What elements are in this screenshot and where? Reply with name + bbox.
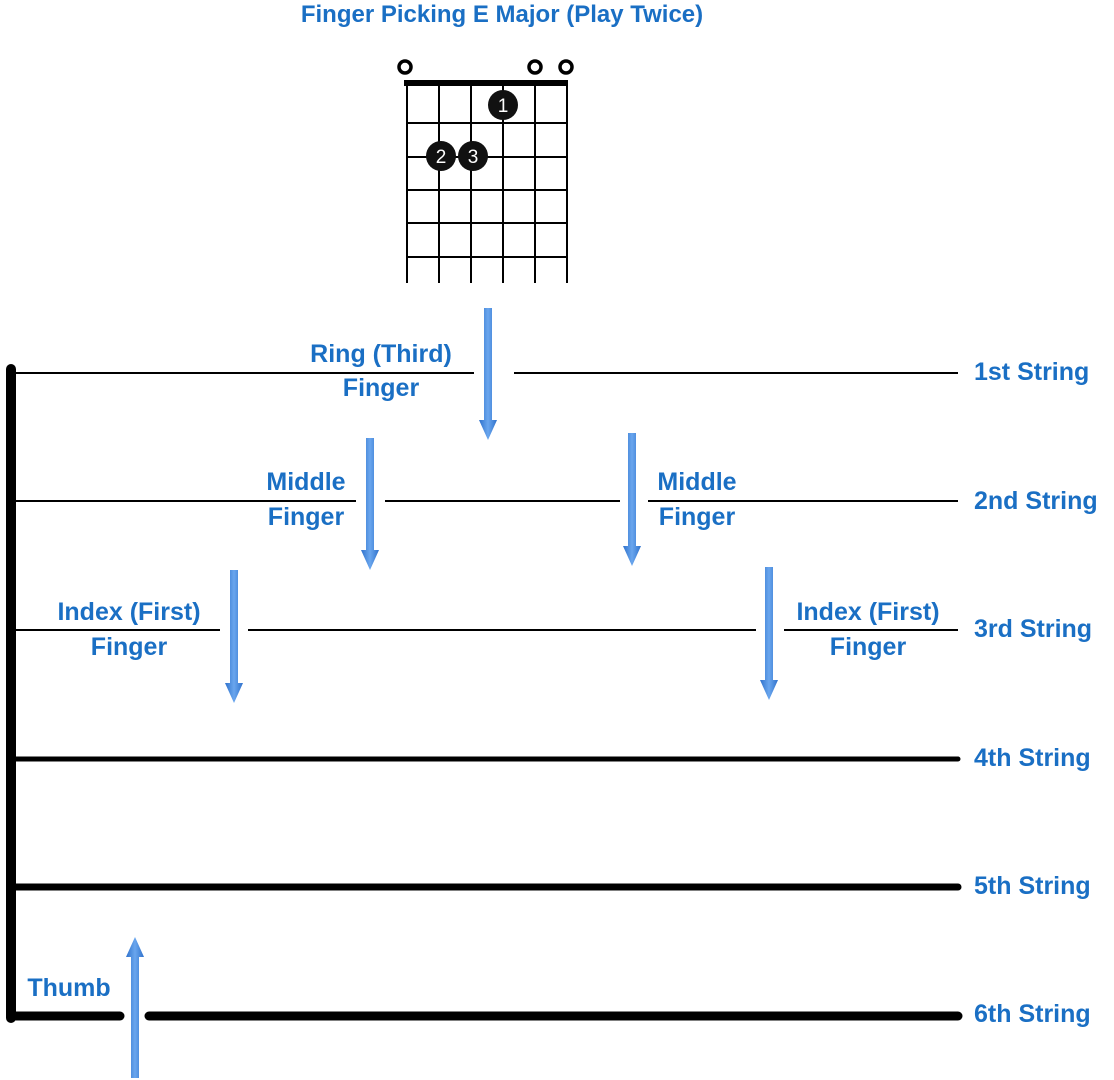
open-string-mark (397, 59, 413, 75)
string-label-1: 1st String (974, 358, 1089, 386)
svg-text:1: 1 (498, 96, 509, 117)
string-label-5: 5th String (974, 872, 1091, 900)
middle-finger-label-left-line2: Finger (268, 503, 345, 531)
string-label-6: 6th String (974, 1000, 1091, 1028)
chord-strings (406, 84, 568, 283)
up-arrow-icon (126, 937, 144, 1078)
down-arrow-icon (623, 433, 641, 566)
open-string-mark (527, 59, 543, 75)
string-labels: 1st String 2nd String 3rd String 4th Str… (974, 358, 1098, 1028)
middle-finger-label-left-line1: Middle (266, 468, 345, 496)
middle-finger-label-right-line1: Middle (657, 468, 736, 496)
string-label-2: 2nd String (974, 487, 1098, 515)
middle-finger-label-right-line2: Finger (659, 503, 736, 531)
ring-finger-label-line2: Finger (343, 374, 420, 402)
staff-strings (6, 372, 963, 1021)
chord-nut (404, 80, 568, 86)
finger-dot-2: 2 (426, 141, 456, 171)
svg-text:3: 3 (468, 147, 479, 168)
index-finger-label-left-line2: Finger (91, 633, 168, 661)
index-finger-label-left-line1: Index (First) (57, 598, 200, 626)
string-label-3: 3rd String (974, 615, 1092, 643)
thumb-label: Thumb (27, 974, 110, 1002)
finger-dot-3: 3 (458, 141, 488, 171)
string-label-4: 4th String (974, 744, 1091, 772)
svg-text:2: 2 (436, 147, 447, 168)
down-arrow-icon (225, 570, 243, 703)
picking-arrows (126, 308, 778, 1078)
index-finger-label-right-line1: Index (First) (796, 598, 939, 626)
down-arrow-icon (760, 567, 778, 700)
down-arrow-icon (361, 438, 379, 570)
index-finger-label-right-line2: Finger (830, 633, 907, 661)
chord-chart: 1 2 3 (397, 59, 574, 283)
open-string-mark (558, 59, 574, 75)
ring-finger-label-line1: Ring (Third) (310, 340, 452, 368)
finger-labels: Ring (Third) Finger Middle Finger Middle… (27, 340, 939, 1002)
finger-dot-1: 1 (488, 90, 518, 120)
diagram-title: Finger Picking E Major (Play Twice) (301, 1, 703, 28)
chord-frets (407, 122, 567, 258)
down-arrow-icon (479, 308, 497, 440)
